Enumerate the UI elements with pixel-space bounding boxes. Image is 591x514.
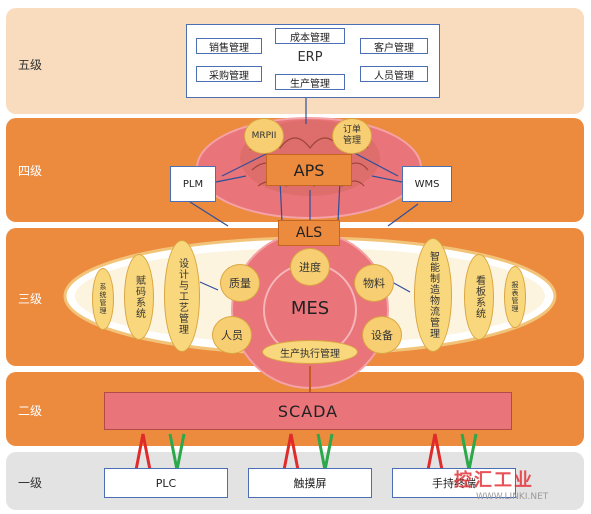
design-oval: 设计与工艺管理 (164, 240, 200, 352)
handheld-box: 手持终端 (392, 468, 516, 498)
report-label: 报表管理 (511, 281, 519, 313)
personnel-circle: 人员 (212, 316, 252, 354)
watermark-brand: 控汇工业 (454, 470, 534, 491)
order-label: 订单管理 (342, 125, 361, 146)
plm-box: PLM (170, 166, 216, 202)
erp-cost: 成本管理 (275, 28, 345, 44)
erp-sales: 销售管理 (196, 38, 262, 54)
level4-label: 四级 (18, 164, 43, 178)
material-circle: 物料 (354, 264, 394, 302)
scada-bar: SCADA (104, 392, 512, 430)
mrp-circle: MRPII (244, 118, 284, 154)
mes-label: MES (290, 298, 330, 319)
logistics-oval: 智能制造物流管理 (414, 238, 452, 352)
exec-oval: 生产执行管理 (262, 340, 358, 364)
equipment-circle: 设备 (362, 316, 402, 354)
level2-label: 二级 (18, 404, 43, 418)
erp-customer: 客户管理 (360, 38, 428, 54)
kanban-oval: 看板系统 (464, 254, 494, 340)
watermark-url: WWW.LINKI.NET (476, 492, 549, 502)
io-arrows (134, 433, 478, 471)
kanban-label: 看板系统 (473, 275, 485, 319)
wms-box: WMS (402, 166, 452, 202)
code-sys-label: 赋码系统 (133, 275, 145, 319)
level5-label: 五级 (18, 58, 43, 72)
plc-box: PLC (104, 468, 228, 498)
level1-label: 一级 (18, 476, 43, 490)
touch-box: 触摸屏 (248, 468, 372, 498)
progress-circle: 进度 (290, 248, 330, 286)
sys-mgmt-oval: 系统管理 (92, 268, 114, 330)
erp-staff: 人员管理 (360, 66, 428, 82)
level3-label: 三级 (18, 292, 43, 306)
erp-title: ERP (297, 50, 323, 65)
aps-box: APS (266, 154, 352, 186)
order-circle: 订单管理 (332, 118, 372, 154)
design-label: 设计与工艺管理 (176, 257, 188, 335)
erp-production: 生产管理 (275, 74, 345, 90)
quality-circle: 质量 (220, 264, 260, 302)
sys-mgmt-label: 系统管理 (99, 283, 107, 315)
report-oval: 报表管理 (504, 266, 526, 328)
code-sys-oval: 赋码系统 (124, 254, 154, 340)
als-box: ALS (278, 220, 340, 246)
erp-purchase: 采购管理 (196, 66, 262, 82)
logistics-label: 智能制造物流管理 (427, 251, 439, 339)
